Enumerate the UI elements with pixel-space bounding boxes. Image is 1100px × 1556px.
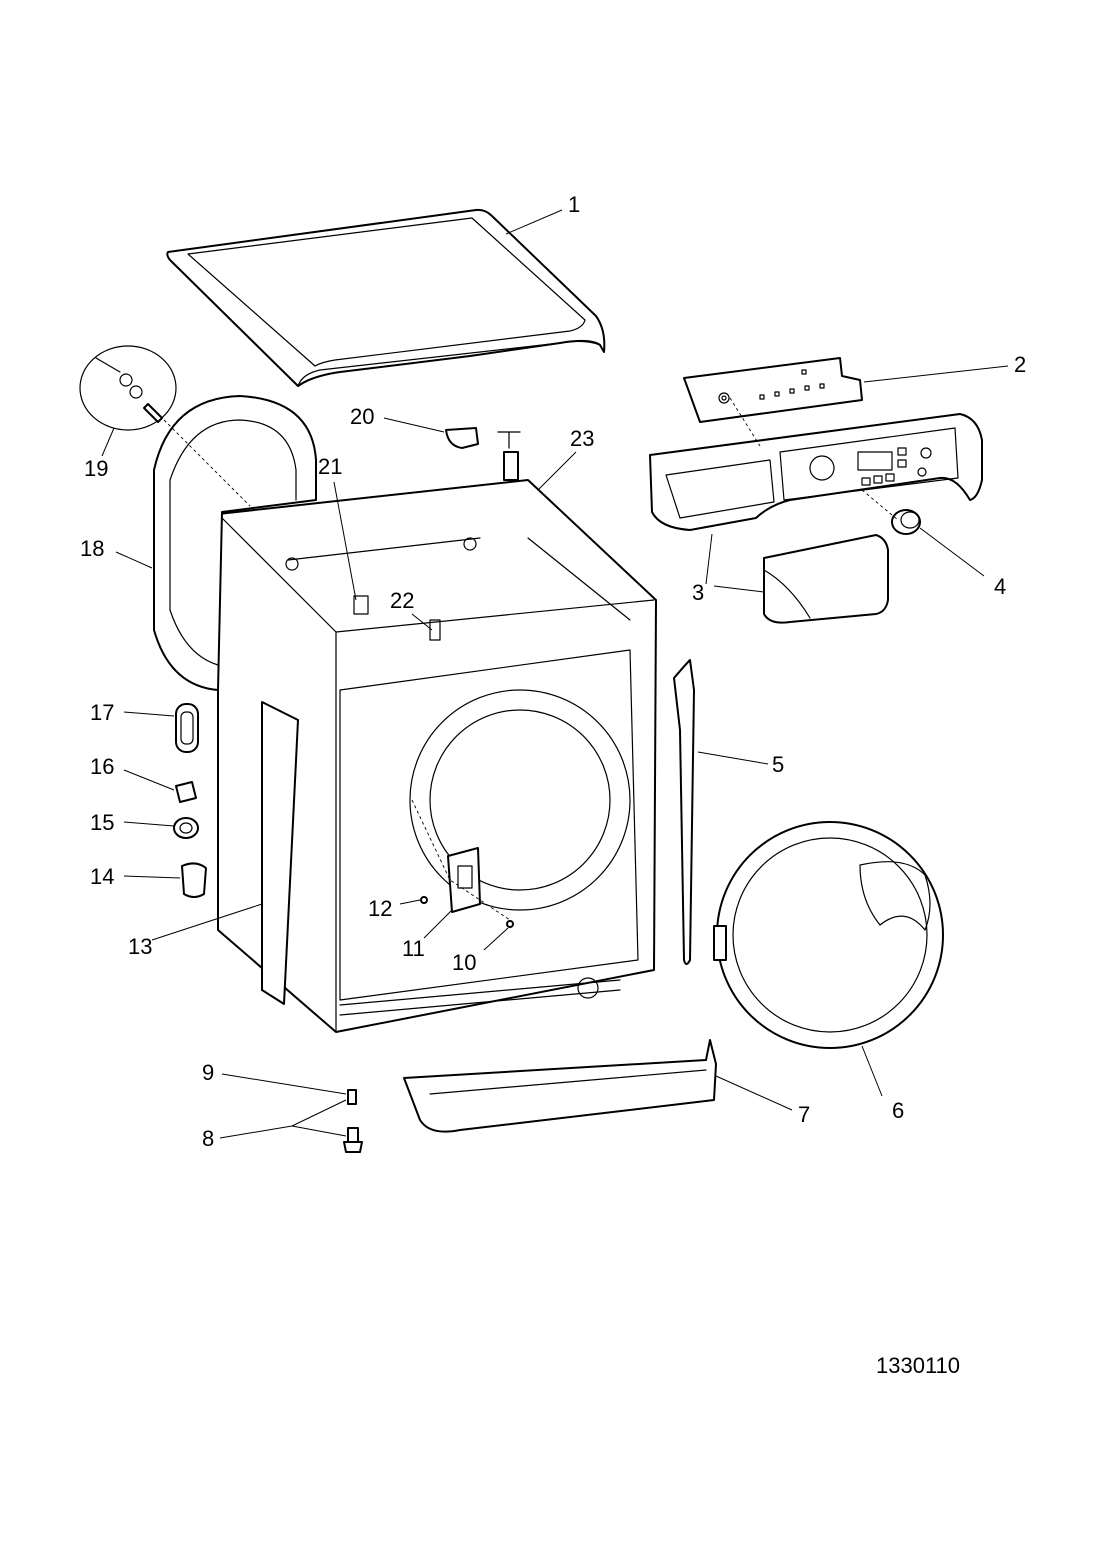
callout-10: 10 xyxy=(452,950,476,975)
callout-13: 13 xyxy=(128,934,152,959)
callout-15: 15 xyxy=(90,810,114,835)
part-control-panel xyxy=(649,413,983,531)
callout-5: 5 xyxy=(772,752,784,777)
part-spring-clip xyxy=(347,1089,357,1105)
part-14-filter-housing xyxy=(181,862,207,898)
part-screw-12 xyxy=(420,896,428,904)
callout-19: 19 xyxy=(84,456,108,481)
part-20-clamp xyxy=(445,427,479,449)
part-control-board xyxy=(683,357,863,423)
callout-4: 4 xyxy=(994,574,1006,599)
reference-number: 1330110 xyxy=(876,1353,960,1378)
callout-2: 2 xyxy=(1014,352,1026,377)
callout-16: 16 xyxy=(90,754,114,779)
part-cabinet xyxy=(217,479,657,1033)
part-23-spring xyxy=(497,431,521,481)
callout-14: 14 xyxy=(90,864,114,889)
part-rear-panel xyxy=(153,395,317,691)
callout-1: 1 xyxy=(568,192,580,217)
part-16-cap xyxy=(175,781,197,803)
leader-lines xyxy=(101,209,1009,1139)
callout-9: 9 xyxy=(202,1060,214,1085)
part-foot xyxy=(343,1127,363,1153)
part-detail-circle xyxy=(79,345,251,507)
callout-18: 18 xyxy=(80,536,104,561)
part-right-side-strip xyxy=(673,659,695,965)
part-left-side-strip xyxy=(261,701,299,1005)
part-screw-10 xyxy=(506,920,514,928)
part-detergent-drawer xyxy=(763,534,889,624)
callout-17: 17 xyxy=(90,700,114,725)
callout-20: 20 xyxy=(350,404,374,429)
part-top-lid xyxy=(166,208,606,387)
callout-6: 6 xyxy=(892,1098,904,1123)
callout-8: 8 xyxy=(202,1126,214,1151)
connector-panel-to-knob xyxy=(861,489,899,521)
callout-22: 22 xyxy=(390,588,414,613)
callout-12: 12 xyxy=(368,896,392,921)
callout-3: 3 xyxy=(692,580,704,605)
callout-11: 11 xyxy=(402,936,425,961)
part-knob xyxy=(891,509,921,535)
part-door-lock xyxy=(447,847,481,913)
part-15-clamp xyxy=(173,817,199,839)
part-door xyxy=(713,821,944,1049)
callout-21: 21 xyxy=(318,454,342,479)
callout-23: 23 xyxy=(570,426,594,451)
part-17-cover xyxy=(175,703,199,753)
part-plinth xyxy=(403,1039,717,1133)
callout-7: 7 xyxy=(798,1102,810,1127)
